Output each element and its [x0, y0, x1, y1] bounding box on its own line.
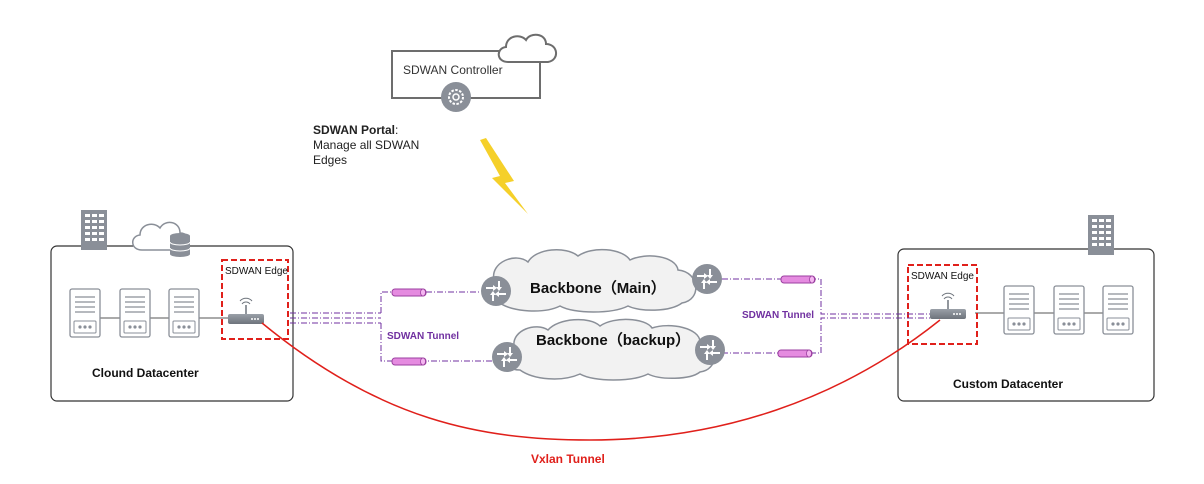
tunnel-pipe-icon [391, 357, 427, 366]
server-icon [1003, 285, 1035, 335]
portal-line-2: Edges [313, 153, 348, 167]
portal-line-1: Manage all SDWAN [313, 138, 420, 152]
tunnel-pipe-icon [391, 288, 427, 297]
backbone-backup-label: Backbone（backup） [536, 332, 691, 349]
vxlan-tunnel-line [261, 319, 941, 441]
building-icon [1088, 215, 1114, 255]
backbone-main-cloud [482, 248, 697, 313]
left-edge-box [221, 259, 289, 340]
left-tunnel-label: SDWAN Tunnel [387, 331, 460, 342]
vxlan-tunnel-label: Vxlan Tunnel [531, 452, 605, 466]
right-edge-label: SDWAN Edge [911, 271, 974, 282]
server-icon [168, 288, 200, 338]
portal-title: SDWAN Portal [313, 123, 396, 137]
building-icon [81, 210, 107, 250]
server-icon [1053, 285, 1085, 335]
server-icon [119, 288, 151, 338]
right-datacenter-label: Custom Datacenter [953, 377, 1064, 391]
cloud-router-icon [691, 263, 723, 295]
sdwan-controller [391, 33, 557, 112]
right-tunnel-label: SDWAN Tunnel [742, 310, 815, 321]
gear-icon [441, 82, 471, 112]
right-edge-box [907, 264, 978, 345]
backbone-backup-cloud [502, 318, 715, 381]
cloud-router-icon [694, 334, 726, 366]
left-edge-label: SDWAN Edge [225, 266, 288, 277]
left-datacenter-label: Clound Datacenter [92, 366, 199, 380]
server-icon [1102, 285, 1134, 335]
backbone-main-label: Backbone（Main） [530, 280, 666, 297]
controller-title: SDWAN Controller [403, 63, 503, 77]
cloud-router-icon [491, 341, 523, 373]
lightning-icon [480, 138, 528, 214]
cloud-database-icon [132, 221, 191, 257]
server-icon [69, 288, 101, 338]
cloud-router-icon [480, 275, 512, 307]
portal-separator: : [395, 123, 399, 137]
tunnel-pipe-icon [777, 349, 813, 358]
cloud-icon [497, 33, 557, 63]
tunnel-pipe-icon [780, 275, 816, 284]
portal-description: SDWAN Portal: Manage all SDWAN Edges [313, 123, 419, 168]
